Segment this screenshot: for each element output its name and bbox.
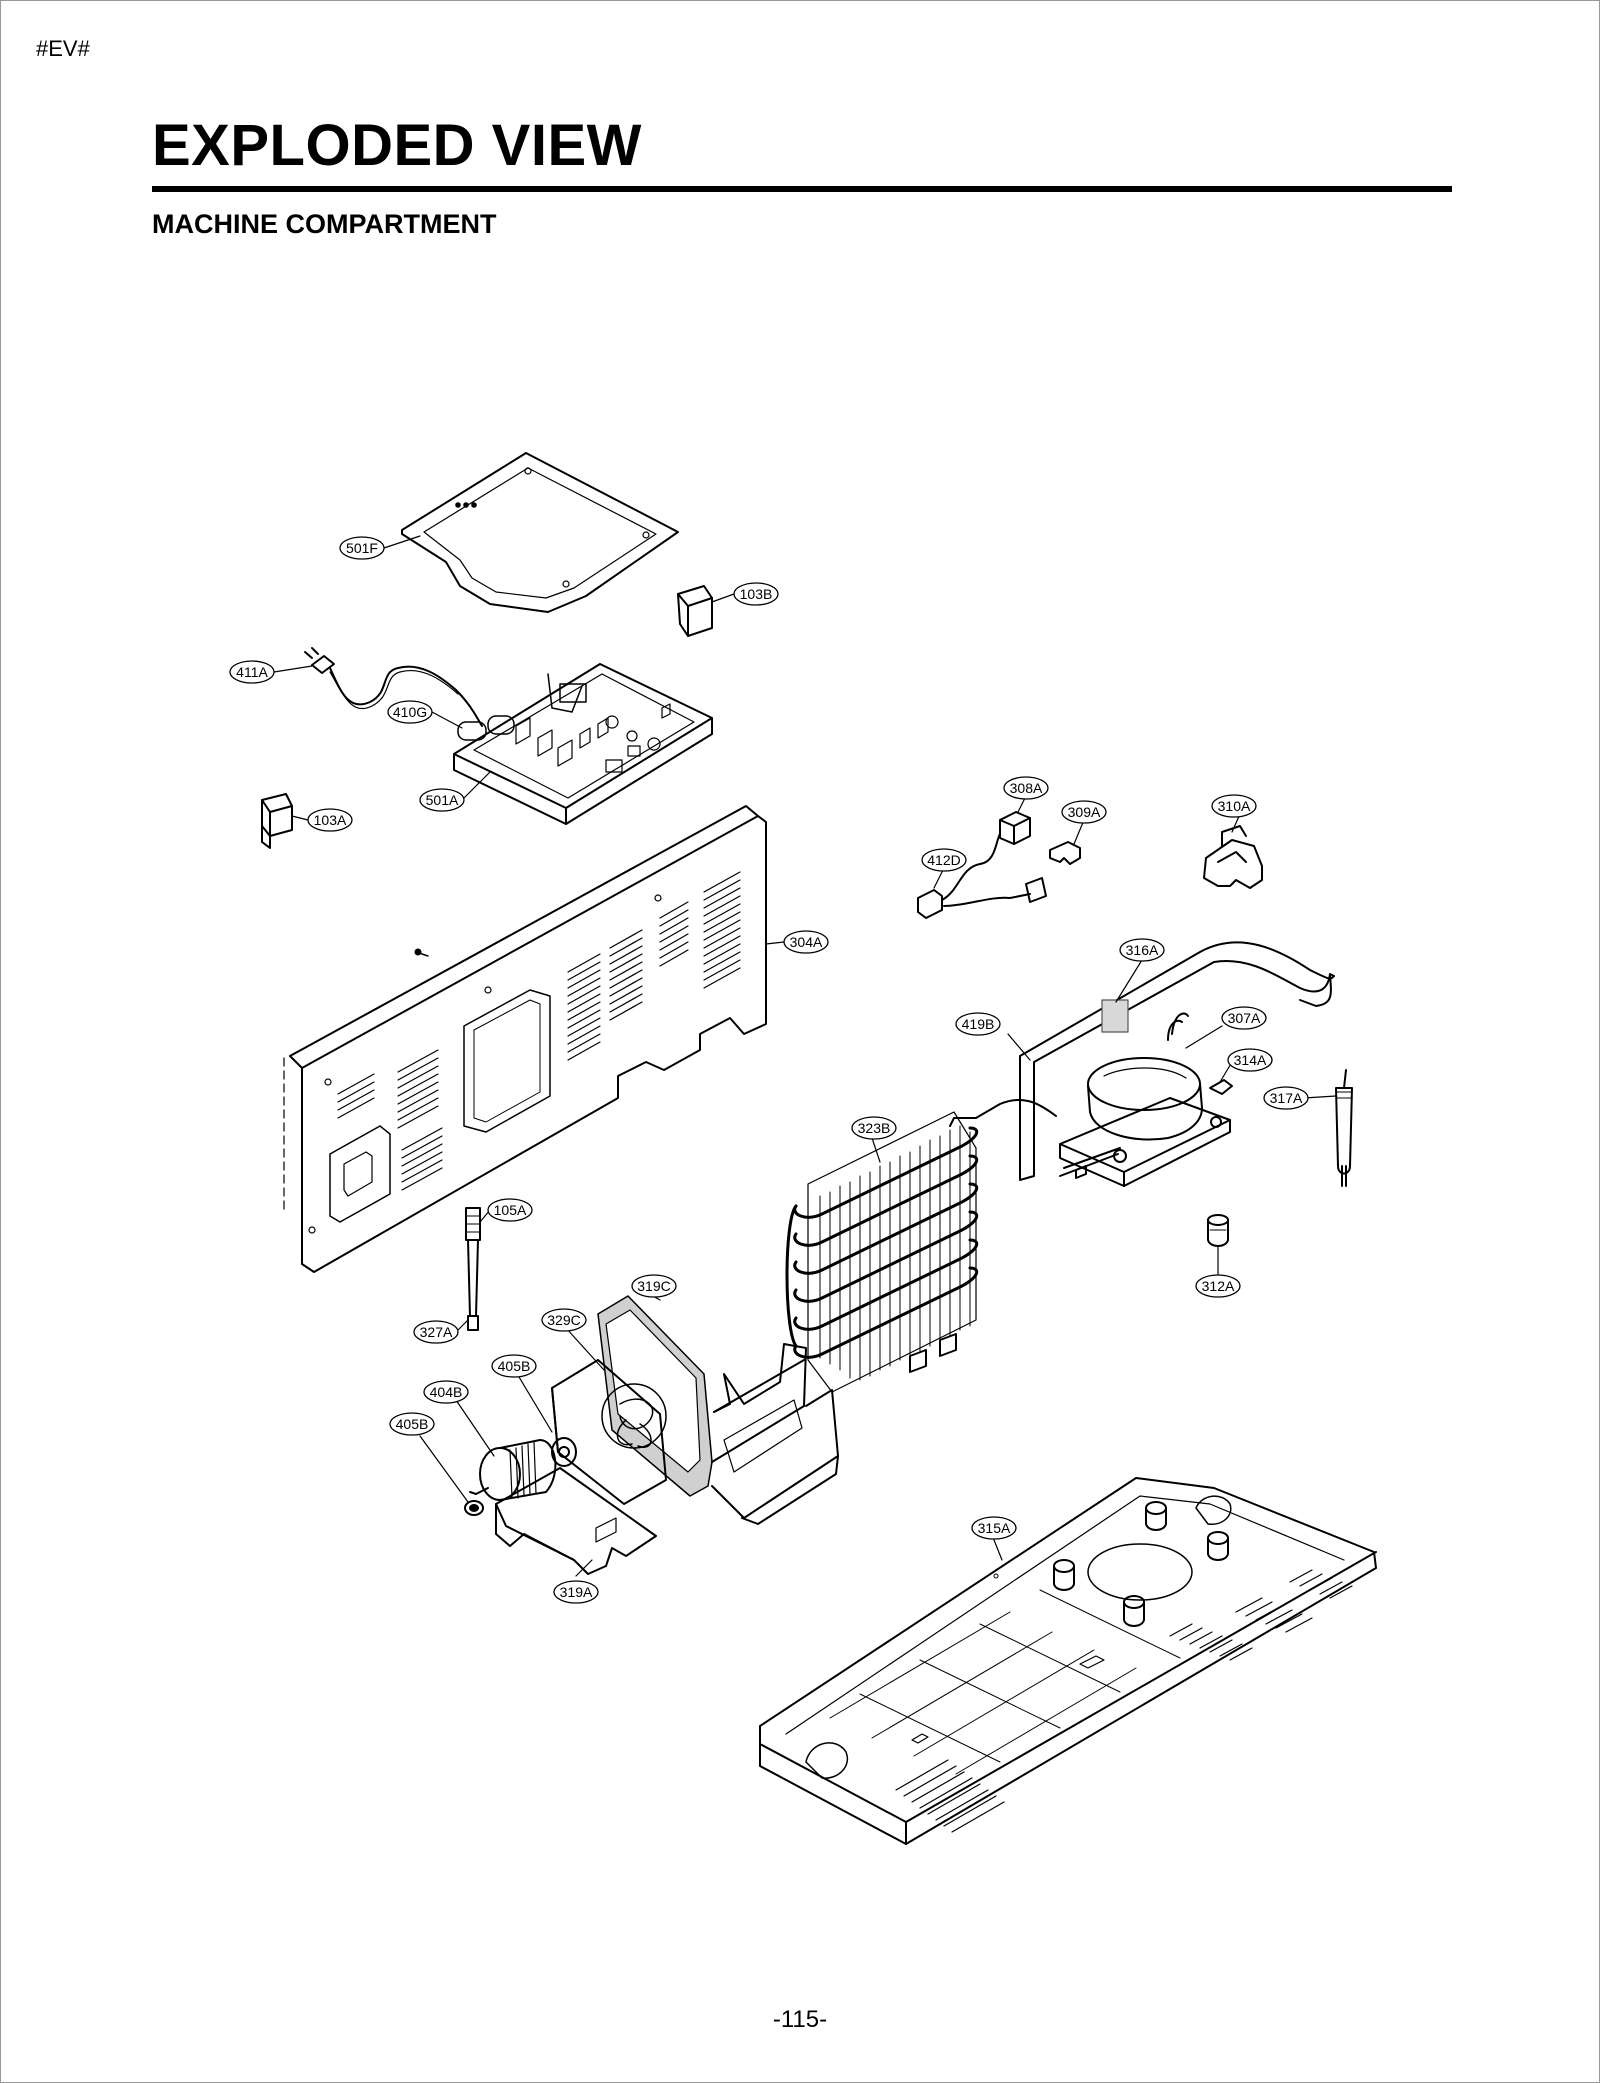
svg-text:405B: 405B xyxy=(396,1416,429,1432)
callouts: 501F 103B 411A 410G 501A 103A 308A 309A xyxy=(229,536,1309,1604)
svg-text:309A: 309A xyxy=(1068,804,1101,820)
callout-329c: 329C xyxy=(541,1308,587,1332)
part-compressor xyxy=(1019,941,1335,1187)
part-condenser-coil xyxy=(785,1099,1057,1393)
svg-text:315A: 315A xyxy=(978,1520,1011,1536)
part-harness-412d xyxy=(917,833,1047,919)
title-rule xyxy=(152,186,1452,192)
callout-501a: 501A xyxy=(419,788,465,812)
svg-text:327A: 327A xyxy=(420,1324,453,1340)
part-cover-310a xyxy=(1203,825,1263,889)
svg-text:310A: 310A xyxy=(1218,798,1251,814)
svg-text:419B: 419B xyxy=(962,1016,995,1032)
part-pcb-housing xyxy=(453,663,713,825)
svg-text:411A: 411A xyxy=(236,664,268,680)
svg-text:323B: 323B xyxy=(858,1120,891,1136)
part-rear-panel xyxy=(283,805,767,1273)
svg-text:319A: 319A xyxy=(560,1584,593,1600)
callout-307a: 307A xyxy=(1221,1006,1267,1030)
callout-304a: 304A xyxy=(783,930,829,954)
callout-412d: 412D xyxy=(921,848,967,872)
svg-text:412D: 412D xyxy=(927,852,960,868)
part-clip-309a xyxy=(1049,841,1081,865)
svg-text:103A: 103A xyxy=(314,812,347,828)
svg-text:319C: 319C xyxy=(637,1278,670,1294)
svg-text:410G: 410G xyxy=(393,704,427,720)
callout-105a: 105A xyxy=(487,1198,533,1222)
svg-text:105A: 105A xyxy=(494,1202,527,1218)
page-number: -115- xyxy=(772,2006,828,2033)
svg-text:103B: 103B xyxy=(740,586,773,602)
svg-text:308A: 308A xyxy=(1010,780,1043,796)
svg-text:314A: 314A xyxy=(1234,1052,1267,1068)
callout-319c: 319C xyxy=(631,1274,677,1298)
callout-103a: 103A xyxy=(307,808,353,832)
callout-319a: 319A xyxy=(553,1580,599,1604)
leader-lines xyxy=(273,535,1337,1577)
callout-315a: 315A xyxy=(971,1516,1017,1540)
callout-316a: 316A xyxy=(1119,938,1165,962)
callout-411a: 411A xyxy=(229,660,275,684)
svg-text:304A: 304A xyxy=(790,934,823,950)
svg-text:316A: 316A xyxy=(1126,942,1159,958)
callout-309a: 309A xyxy=(1061,800,1107,824)
callout-103b: 103B xyxy=(733,582,779,606)
callout-419b: 419B xyxy=(955,1012,1001,1036)
part-bracket-103a xyxy=(261,793,293,849)
svg-text:329C: 329C xyxy=(547,1312,580,1328)
callout-310a: 310A xyxy=(1211,794,1257,818)
callout-327a: 327A xyxy=(413,1320,459,1344)
callout-405b-upper: 405B xyxy=(491,1354,537,1378)
callout-410g: 410G xyxy=(387,700,433,724)
svg-text:312A: 312A xyxy=(1202,1278,1235,1294)
section-subtitle: MACHINE COMPARTMENT xyxy=(152,209,497,239)
part-power-cord xyxy=(304,647,483,727)
callout-317a: 317A xyxy=(1263,1086,1309,1110)
svg-text:317A: 317A xyxy=(1270,1090,1303,1106)
part-base-pan xyxy=(759,1477,1377,1845)
part-grommet-312a xyxy=(1207,1214,1229,1247)
callout-404b: 404B xyxy=(423,1380,469,1404)
svg-text:501F: 501F xyxy=(346,540,378,556)
callout-501f: 501F xyxy=(339,536,385,560)
part-relay-308a xyxy=(999,811,1031,845)
callout-308a: 308A xyxy=(1003,776,1049,800)
part-bracket-103b xyxy=(677,585,713,637)
callout-312a: 312A xyxy=(1195,1274,1241,1298)
part-fan-motor-assembly xyxy=(464,1359,667,1575)
svg-text:501A: 501A xyxy=(426,792,459,808)
page-title: EXPLODED VIEW xyxy=(152,113,642,178)
svg-text:404B: 404B xyxy=(430,1384,463,1400)
part-drier-317a xyxy=(1335,1069,1353,1187)
callout-405b-lower: 405B xyxy=(389,1412,435,1436)
part-damper-pin xyxy=(465,1207,481,1331)
callout-323b: 323B xyxy=(851,1116,897,1140)
svg-text:405B: 405B xyxy=(498,1358,531,1374)
part-fan-shroud xyxy=(597,1295,839,1525)
callout-314a: 314A xyxy=(1227,1048,1273,1072)
part-top-cover xyxy=(401,452,679,613)
svg-text:307A: 307A xyxy=(1228,1010,1261,1026)
document-tag: #EV# xyxy=(36,36,90,61)
